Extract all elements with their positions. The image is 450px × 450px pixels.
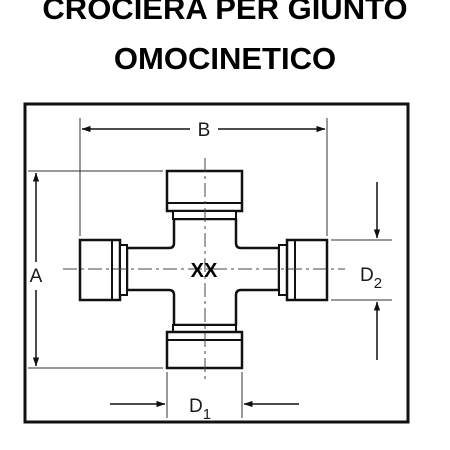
dimension-a: A	[30, 172, 43, 367]
dimension-d1: D1	[110, 396, 299, 423]
title-line-1: CROCIERA PER GIUNTO	[42, 0, 408, 26]
title-line-2: OMOCINETICO	[113, 41, 337, 76]
dimension-b-label: B	[198, 120, 211, 141]
drawing-frame	[23, 102, 410, 424]
dimension-d1-main: D	[189, 396, 203, 417]
dimension-d1-label: D1	[189, 396, 211, 423]
dimension-d2: D2	[360, 182, 382, 360]
dimension-d2-sub: 2	[374, 275, 382, 292]
extension-lines	[28, 118, 392, 418]
right-bearing-cup	[278, 238, 329, 302]
center-lines	[63, 158, 345, 380]
dimension-a-label: A	[30, 266, 43, 287]
center-code-label: XX	[191, 260, 218, 282]
dimension-d1-sub: 1	[203, 406, 211, 423]
dimension-d2-main: D	[360, 265, 374, 286]
left-bearing-cup	[78, 238, 128, 302]
dimension-d2-label: D2	[360, 265, 382, 292]
dimension-b: B	[81, 120, 326, 141]
